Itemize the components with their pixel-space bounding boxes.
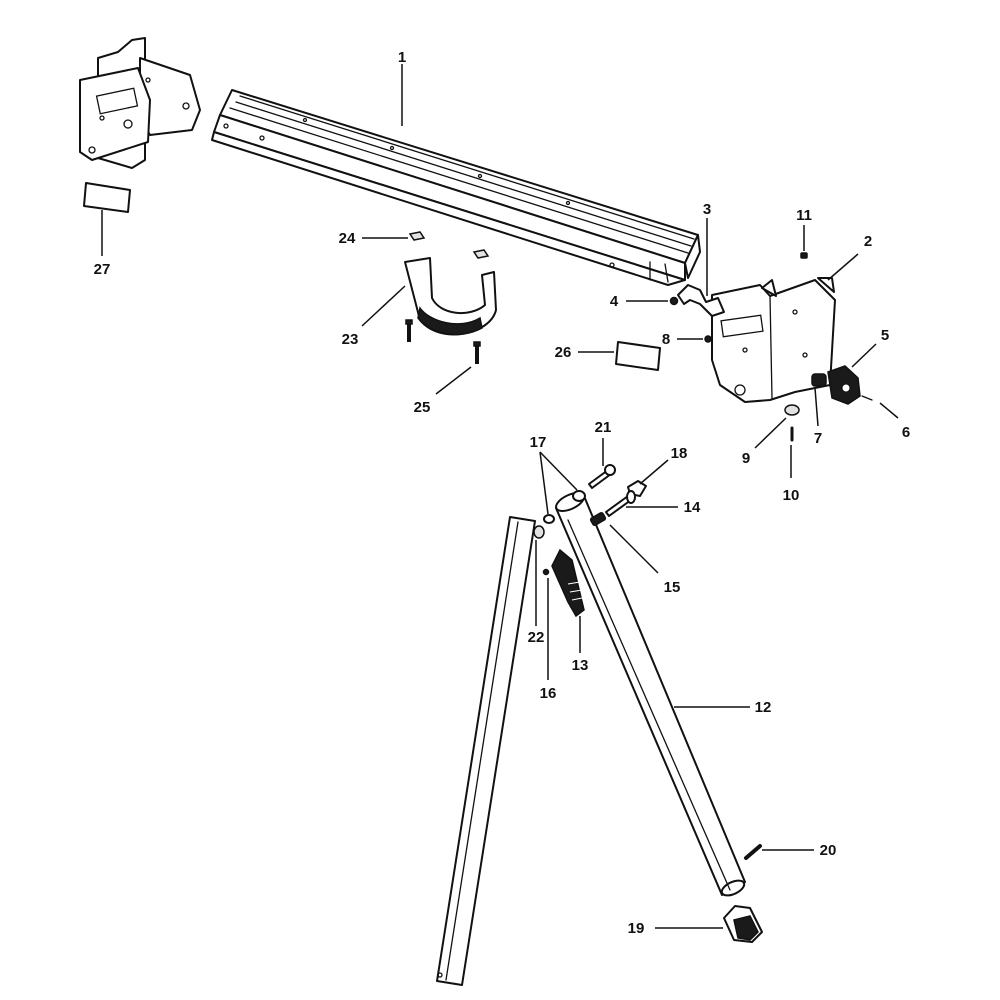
callout-19: 19 [628, 920, 645, 937]
nut-24-part [408, 231, 490, 259]
callout-20: 20 [820, 842, 837, 859]
callout-16: 16 [540, 685, 557, 702]
leader-15 [609, 524, 659, 574]
callout-22: 22 [528, 629, 545, 646]
screw-6-part [861, 395, 873, 401]
callout-13: 13 [572, 657, 589, 674]
callout-7: 7 [814, 430, 822, 447]
right-end-bracket-part [711, 277, 836, 403]
left-end-bracket-part [79, 37, 201, 169]
leader-18 [639, 459, 669, 485]
bolt-14-part [605, 490, 636, 517]
callout-2: 2 [864, 233, 872, 250]
callout-15: 15 [664, 579, 681, 596]
leg-release-lever-part [551, 548, 585, 618]
callout-14: 14 [684, 499, 701, 516]
nut-8-part [704, 335, 712, 343]
callout-26: 26 [555, 344, 572, 361]
leader-2 [827, 253, 859, 281]
callout-25: 25 [414, 399, 431, 416]
leader-9 [754, 417, 787, 449]
foot-cap-part [723, 905, 763, 943]
callout-10: 10 [783, 487, 800, 504]
callout-21: 21 [595, 419, 612, 436]
leader-lines [101, 64, 899, 929]
callout-12: 12 [755, 699, 772, 716]
nut-11-part [800, 252, 808, 259]
spring-15-part [589, 512, 607, 526]
pin-16-part [542, 568, 550, 576]
callout-17: 17 [530, 434, 547, 451]
bushing-22-part [533, 525, 545, 539]
label-27-part [83, 182, 131, 213]
screw-25-part [405, 319, 481, 364]
callout-1: 1 [398, 49, 406, 66]
latch-knob-part [827, 365, 861, 405]
callout-4: 4 [610, 293, 619, 310]
leader-25 [435, 366, 472, 395]
leader-7 [814, 387, 819, 427]
right-leg-part [555, 492, 746, 897]
bushing-9-part [784, 404, 800, 416]
pin-20-part [744, 844, 762, 860]
leader-17b [539, 451, 549, 515]
callout-27: 27 [94, 261, 111, 278]
callout-11: 11 [796, 207, 812, 224]
bolt-21-part [588, 464, 616, 489]
callout-9: 9 [742, 450, 750, 467]
spring-7-part [811, 373, 827, 387]
callout-labels: 1 2 3 4 5 6 7 8 9 10 11 12 13 14 15 16 1… [94, 49, 911, 937]
clip-bracket-part [677, 284, 725, 317]
leader-6 [879, 402, 899, 419]
label-26-part [615, 341, 661, 371]
carry-handle-part [404, 257, 497, 336]
callout-18: 18 [671, 445, 688, 462]
left-leg-part [436, 516, 536, 986]
callout-6: 6 [902, 424, 910, 441]
washer-17-part [543, 490, 586, 524]
leader-17a [539, 451, 578, 491]
main-beam-part [211, 89, 701, 286]
callout-8: 8 [662, 331, 670, 348]
nut-4-part [669, 296, 679, 306]
callout-5: 5 [881, 327, 889, 344]
callout-3: 3 [703, 201, 711, 218]
leader-23 [361, 285, 406, 327]
callout-23: 23 [342, 331, 359, 348]
leader-5 [851, 343, 877, 368]
callout-24: 24 [339, 230, 356, 247]
